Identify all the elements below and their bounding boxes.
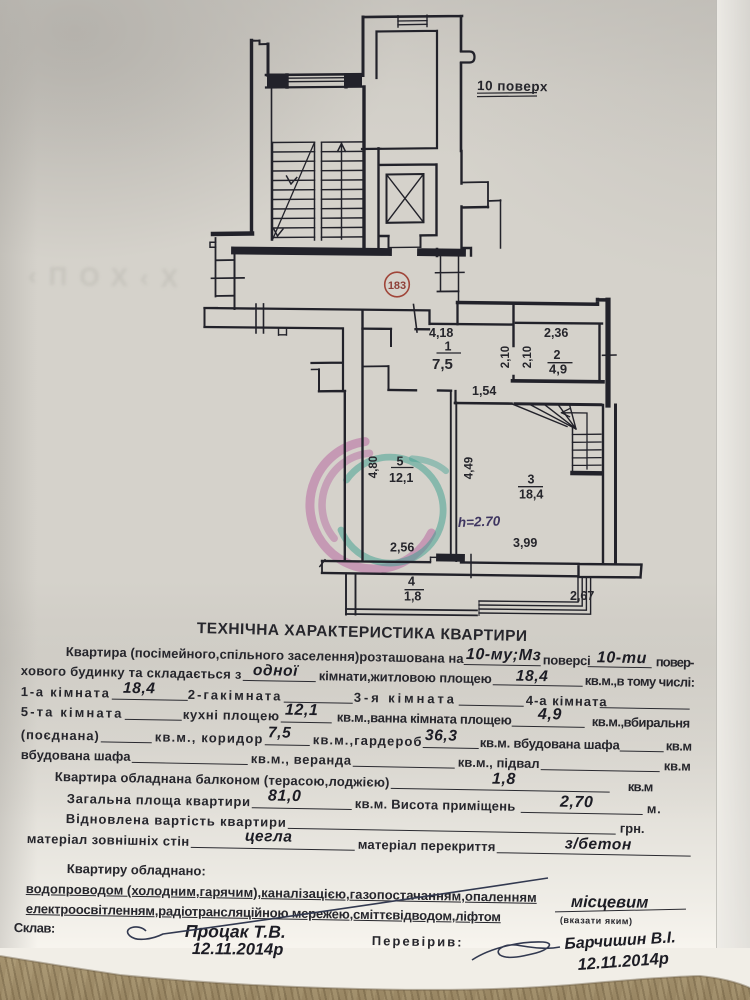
svg-text:3: 3 — [528, 473, 535, 487]
svg-text:7,5: 7,5 — [432, 356, 453, 373]
svg-text:12,1: 12,1 — [389, 471, 413, 485]
svg-text:2: 2 — [554, 348, 561, 362]
svg-text:2,10: 2,10 — [500, 346, 512, 368]
svg-text:18,4: 18,4 — [519, 488, 543, 502]
svg-text:10 поверх: 10 поверх — [477, 78, 548, 94]
svg-text:2,56: 2,56 — [390, 541, 414, 555]
svg-text:2,10: 2,10 — [522, 346, 534, 368]
svg-text:1,54: 1,54 — [472, 384, 496, 398]
svg-text:4,80: 4,80 — [368, 456, 380, 478]
svg-text:4,18: 4,18 — [429, 326, 453, 340]
svg-text:4: 4 — [408, 575, 415, 589]
svg-text:4,9: 4,9 — [549, 362, 567, 377]
svg-text:183: 183 — [388, 280, 406, 292]
svg-text:1,8: 1,8 — [404, 590, 421, 604]
svg-text:1: 1 — [445, 340, 452, 354]
svg-text:3,99: 3,99 — [513, 536, 537, 550]
svg-text:4,49: 4,49 — [464, 457, 476, 479]
svg-text:h=2.70: h=2.70 — [458, 514, 501, 530]
svg-text:2,67: 2,67 — [570, 589, 594, 603]
svg-text:2,36: 2,36 — [544, 326, 568, 340]
svg-text:5: 5 — [397, 455, 404, 469]
